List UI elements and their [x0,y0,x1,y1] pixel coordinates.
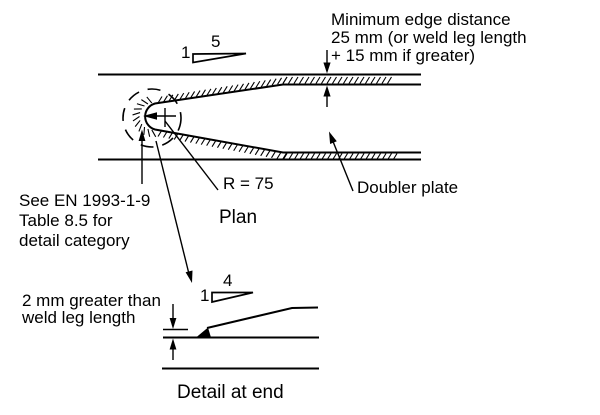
edge-distance-dimension [323,50,331,107]
doubler-plate-label: Doubler plate [357,178,459,197]
radius-arrowhead [143,112,157,120]
leader-arrowhead [329,131,337,144]
plan-view [98,50,421,283]
plan-slope-run-label: 5 [211,32,221,51]
note-line: 25 mm (or weld leg length [331,28,527,47]
doubler-plate-leader [329,131,354,192]
weld-hatching [132,76,398,161]
detail-category-note: See EN 1993-1-9 Table 8.5 for detail cat… [19,192,150,252]
doubler-plate-outline [144,83,421,154]
slope-symbol-1-4 [211,291,254,304]
doubler-taper-edge [206,306,319,329]
detail-slope-rise-label: 1 [200,286,210,305]
note-line: detail category [19,231,130,250]
category-note-leader [138,129,146,184]
end-detail-view [162,291,319,370]
note-line: See EN 1993-1-9 [19,191,151,210]
leader-arrowhead [138,129,146,141]
plan-view-title: Plan [219,207,258,228]
note-line: weld leg length [22,308,136,327]
min-edge-distance-note: Minimum edge distance 25 mm (or weld leg… [331,11,527,65]
leader-arrowhead [185,270,193,283]
detail-reference-arrow [155,140,193,283]
radius-label: R = 75 [223,174,274,193]
up-arrowhead [323,85,331,97]
up-arrowhead [169,338,177,350]
detail-category-circle [122,88,182,148]
radius-dimension [143,108,219,191]
end-detail-view-title: Detail at end [177,382,284,403]
weld-bead [196,327,211,338]
detail-slope-run-label: 4 [223,271,233,290]
down-arrowhead [169,318,177,329]
note-line: 2 mm greater than [22,291,161,310]
slope-symbol-1-5 [192,52,247,64]
weld-height-dimension [163,304,188,360]
radius-leader-line [164,120,219,191]
plan-slope-rise-label: 1 [181,43,191,62]
note-line: + 15 mm if greater) [331,46,476,65]
weld-height-note: 2 mm greater than weld leg length [22,291,161,327]
down-arrowhead [323,62,331,74]
note-line: Minimum edge distance [331,10,511,29]
note-line: Table 8.5 for [19,211,113,230]
